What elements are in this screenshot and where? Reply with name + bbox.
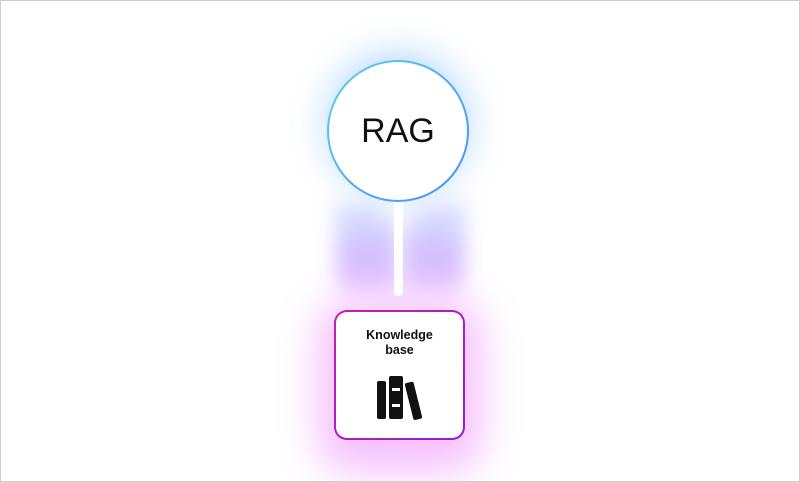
connector-line [394, 196, 403, 296]
rag-node: RAG [327, 60, 469, 202]
books-icon [376, 376, 422, 420]
knowledge-base-label: Knowledge base [366, 328, 433, 357]
connector-gradient-right [403, 201, 465, 296]
connector-gradient-left [336, 201, 398, 296]
knowledge-base-node: Knowledge base [334, 310, 465, 440]
rag-label: RAG [361, 111, 435, 150]
